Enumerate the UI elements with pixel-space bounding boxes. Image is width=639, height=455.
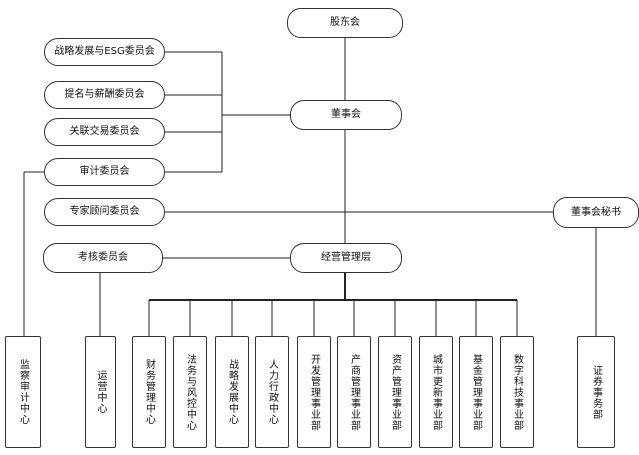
- unit-digital-tech-dept-label: 数字科技事业部: [511, 353, 523, 431]
- committee-assessment: 考核委员会: [43, 243, 163, 273]
- unit-urban-renewal-dept-label: 城市更新事业部: [430, 353, 442, 431]
- unit-development-dept-label: 开发管理事业部: [308, 353, 320, 431]
- unit-operations-center: 运营中心: [85, 336, 116, 448]
- unit-asset-dept: 资产管理事业部: [378, 336, 412, 448]
- unit-hr-admin-center-label: 人力行政中心: [266, 359, 278, 425]
- unit-digital-tech-dept: 数字科技事业部: [500, 336, 534, 448]
- board-secretary-node: 董事会秘书: [553, 197, 639, 228]
- unit-operations-center-label: 运营中心: [95, 370, 106, 414]
- unit-strategy-center-label: 战略发展中心: [226, 359, 238, 425]
- unit-asset-dept-label: 资产管理事业部: [389, 353, 401, 431]
- shareholders-node: 股东会: [287, 8, 403, 38]
- board-node: 董事会: [290, 100, 402, 130]
- unit-securities-dept: 证券事务部: [577, 336, 615, 448]
- unit-fund-dept: 基金管理事业部: [459, 336, 493, 448]
- unit-urban-renewal-dept: 城市更新事业部: [419, 336, 453, 448]
- unit-development-dept: 开发管理事业部: [297, 336, 331, 448]
- unit-legal-risk-center: 法务与风控中心: [173, 336, 207, 448]
- unit-securities-dept-label: 证券事务部: [590, 364, 602, 420]
- committee-audit: 审计委员会: [44, 158, 165, 186]
- unit-audit-center: 监察审计中心: [5, 336, 41, 448]
- committee-related-transactions: 关联交易委员会: [44, 118, 165, 146]
- unit-industry-dept: 产商管理事业部: [337, 336, 371, 448]
- management-node: 经营管理层: [290, 243, 402, 273]
- committee-expert-advisory: 专家顾问委员会: [44, 198, 165, 226]
- unit-fund-dept-label: 基金管理事业部: [470, 353, 482, 431]
- unit-industry-dept-label: 产商管理事业部: [348, 353, 360, 431]
- unit-finance-center-label: 财务管理中心: [143, 359, 155, 425]
- committee-strategy-esg: 战略发展与ESG委员会: [44, 38, 165, 66]
- committee-nomination-compensation: 提名与薪酬委员会: [44, 81, 165, 109]
- unit-legal-risk-center-label: 法务与风控中心: [184, 353, 196, 431]
- unit-audit-center-label: 监察审计中心: [17, 359, 29, 425]
- unit-hr-admin-center: 人力行政中心: [255, 336, 289, 448]
- unit-strategy-center: 战略发展中心: [215, 336, 249, 448]
- unit-finance-center: 财务管理中心: [132, 336, 166, 448]
